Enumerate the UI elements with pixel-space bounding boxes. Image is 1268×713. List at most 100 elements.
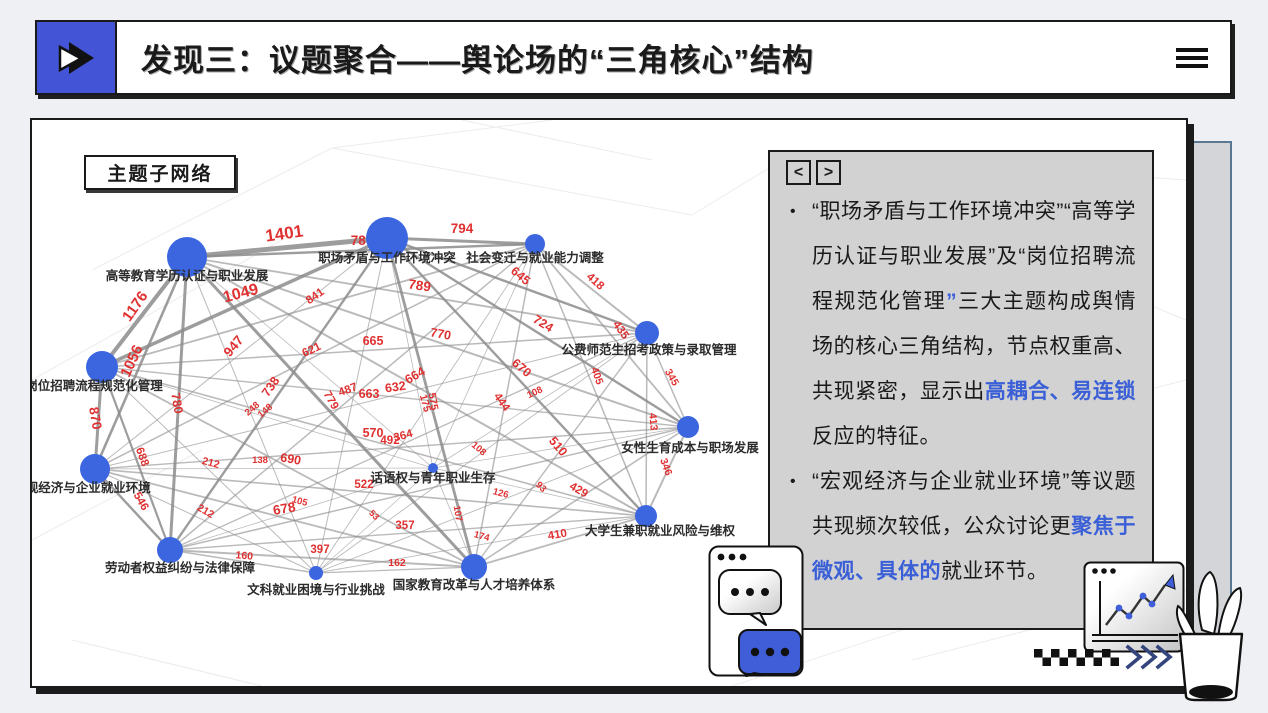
network-edge	[186, 256, 434, 469]
topic-node-label: 公费师范生招考政策与录取管理	[561, 342, 737, 357]
topic-node[interactable]	[366, 217, 408, 259]
edge-weight-label: 632	[384, 379, 407, 396]
edge-weight-label: 575	[426, 392, 441, 411]
topic-node[interactable]	[86, 351, 118, 383]
edge-weight-label: 487	[337, 381, 359, 399]
network-edge	[386, 236, 648, 335]
topic-node-label: 宏观经济与企业就业环境	[32, 480, 151, 495]
topic-node[interactable]	[157, 537, 183, 563]
edge-weight-label: 678	[272, 499, 297, 518]
network-edge	[101, 236, 388, 369]
network-edge	[315, 515, 647, 574]
play-logo-box	[37, 22, 117, 93]
network-edge	[169, 426, 689, 551]
network-edge	[169, 243, 536, 551]
body-text: “职场矛盾与工作环境冲突”“高等学历认证与职业发展”及“岗位招聘流程规范化管理	[812, 200, 1136, 313]
topic-node[interactable]	[525, 234, 545, 254]
network-edge	[94, 467, 434, 470]
topic-node[interactable]	[635, 321, 659, 345]
plant-pot-icon	[1176, 570, 1244, 702]
network-edge	[386, 237, 647, 517]
network-edge	[534, 243, 647, 517]
network-edge	[645, 332, 648, 517]
network-edge	[473, 515, 647, 568]
topic-node-label: 文科就业困境与行业挑战	[247, 582, 385, 597]
network-edge	[101, 366, 475, 568]
edge-weight-label: 160	[235, 549, 254, 562]
edge-weight-label: 413	[646, 412, 659, 431]
network-edge	[385, 237, 476, 568]
network-edge	[315, 332, 648, 574]
network-edge	[432, 467, 647, 517]
network-edge	[101, 243, 536, 368]
network-edge	[94, 468, 475, 568]
panel-nav: < >	[786, 160, 1136, 185]
network-edge	[93, 256, 189, 470]
edge-weight-label: 947	[221, 333, 247, 360]
topic-node-label: 大学生兼职就业风险与维权	[585, 523, 736, 538]
body-text: 反应的特征。	[812, 425, 941, 448]
edge-weight-label: 492	[380, 435, 399, 447]
topic-node-label: 社会变迁与就业能力调整	[465, 250, 604, 265]
topic-node-label: 话语权与青年职业生存	[370, 470, 496, 485]
edge-weight-label: 364	[392, 428, 414, 445]
network-edge	[94, 468, 647, 517]
prev-button[interactable]: <	[786, 160, 811, 185]
network-edge	[101, 366, 434, 469]
page-title: 发现三：议题聚合——舆论场的“三角核心”结构	[141, 43, 814, 78]
edge-weight-label: 770	[429, 325, 452, 342]
next-button[interactable]: >	[816, 160, 841, 185]
edge-weight-label: 138	[252, 455, 268, 466]
network-edge	[386, 236, 536, 246]
edge-weight-label: 738	[259, 374, 282, 399]
topic-node[interactable]	[677, 416, 699, 438]
checker-strip	[1034, 649, 1119, 666]
edge-weight-label: 345	[662, 367, 681, 388]
topic-node[interactable]	[461, 554, 487, 580]
topic-node[interactable]	[635, 505, 657, 527]
topic-node[interactable]	[80, 454, 110, 484]
hamburger-menu-icon[interactable]	[1176, 47, 1208, 68]
network-edge	[386, 237, 434, 469]
edge-weight-label: 870	[86, 406, 105, 431]
network-edge	[473, 332, 648, 568]
topic-node[interactable]	[428, 463, 438, 473]
network-edge	[94, 468, 171, 551]
network-edge	[101, 332, 648, 368]
network-edge	[432, 243, 536, 469]
network-edge	[94, 237, 388, 470]
body-text: 就业环节。	[941, 560, 1049, 583]
network-edge	[186, 256, 689, 428]
edge-weight-label: 789	[407, 277, 431, 295]
network-edge	[534, 243, 648, 334]
topic-node-label: 职场矛盾与工作环境冲突	[318, 250, 456, 265]
network-edge	[315, 243, 536, 574]
network-edge	[101, 366, 647, 517]
edge-weight-label: 405	[588, 366, 605, 387]
network-edge	[186, 256, 648, 334]
edge-weight-label: 410	[547, 527, 568, 542]
edge-weight-label: 175	[417, 393, 433, 413]
network-edge	[169, 515, 647, 551]
network-edge	[100, 366, 172, 551]
topic-node-label: 国家教育改革与人才培养体系	[393, 577, 556, 592]
network-edge	[432, 332, 648, 469]
network-edge	[432, 467, 475, 568]
topic-node-label: 岗位招聘流程规范化管理	[32, 378, 163, 393]
bullet-marker: •	[790, 473, 797, 490]
network-edge	[645, 426, 689, 517]
topic-node[interactable]	[309, 566, 323, 580]
edge-weight-label: 522	[354, 479, 373, 491]
body-text: “宏观经济与企业就业环境”等议题共现频次较低，公众讨论更	[812, 470, 1136, 538]
network-tag-box: 主题子网络	[84, 155, 236, 190]
topic-node[interactable]	[167, 237, 207, 277]
insight-bullet-list: • “职场矛盾与工作环境冲突”“高等学历认证与职业发展”及“岗位招聘流程规范化管理…	[786, 189, 1136, 594]
topic-node-label: 劳动者权益纠纷与法律保障	[105, 560, 256, 575]
network-edge	[94, 426, 689, 470]
edge-weight-label: 107	[451, 505, 465, 523]
edge-weight-label: 780	[168, 392, 185, 415]
header-bar: 发现三：议题聚合——舆论场的“三角核心”结构	[35, 20, 1232, 95]
edge-weight-label: 397	[310, 544, 329, 556]
highlighted-text: 聚焦于微观、具体的	[812, 515, 1137, 583]
